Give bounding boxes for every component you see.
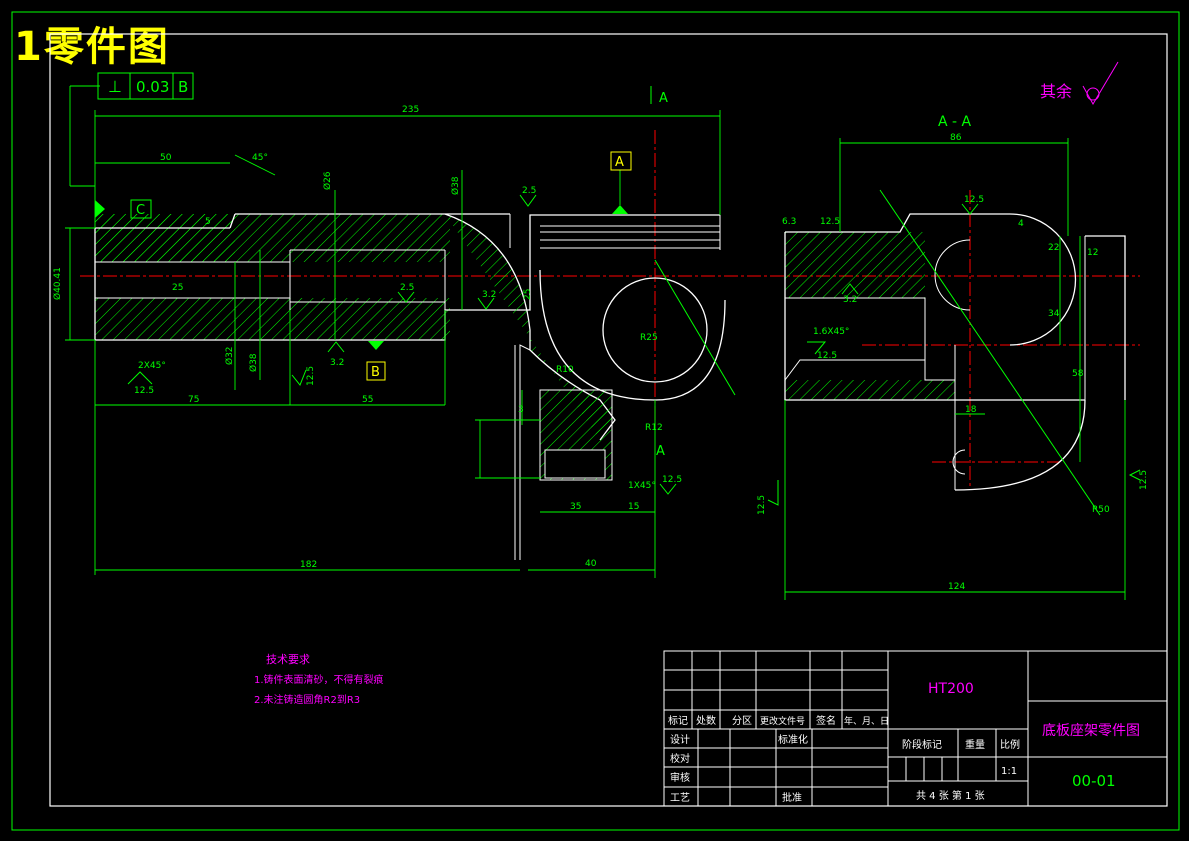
section-view-label: A - A	[938, 114, 972, 130]
dim-34: 34	[1048, 309, 1060, 319]
tb-stage: 阶段标记	[902, 738, 942, 751]
dim-75: 75	[188, 395, 199, 405]
tb-drawing-no: 00-01	[1072, 772, 1116, 790]
tb-check: 校对	[670, 752, 690, 765]
dim-phi38: Ø38	[450, 176, 461, 195]
dim-r25: R25	[640, 333, 658, 343]
tech-req-title: 技术要求	[266, 653, 310, 666]
tb-qty: 处数	[696, 714, 716, 727]
roughness-r5: 12.5	[134, 386, 154, 396]
dimension-lines	[65, 85, 1126, 600]
section-upper	[785, 232, 925, 298]
tolerance-frame: ⊥ 0.03 B	[97, 72, 194, 100]
dim-45deg: 45°	[252, 153, 268, 163]
tech-req-item-1: 1.铸件表面清砂，不得有裂痕	[254, 673, 384, 686]
dim-12: 12	[1087, 248, 1098, 258]
dim-40: 40	[585, 559, 597, 569]
roughness-r6: 12.5	[662, 475, 682, 485]
roughness-r9: 12.5	[817, 351, 837, 361]
tb-design: 设计	[670, 733, 690, 746]
dim-124: 124	[948, 582, 965, 592]
surface-finish-symbol	[1082, 61, 1119, 106]
section-a-top: A	[659, 91, 668, 106]
main-view	[80, 130, 770, 560]
tb-weight: 重量	[965, 738, 985, 751]
section-arc	[954, 399, 1086, 491]
tb-review: 审核	[670, 771, 690, 784]
dim-1x45: 1X45°	[628, 481, 656, 491]
tb-scale: 1:1	[1001, 766, 1017, 777]
dim-5: 5	[205, 217, 211, 227]
tolerance-datum: B	[178, 78, 188, 96]
roughness-r14: 12.5	[306, 366, 316, 386]
tb-doc: 更改文件号	[760, 715, 805, 727]
dim-4: 4	[1018, 219, 1024, 229]
bore-circle	[602, 277, 708, 383]
dim-r10: R10	[556, 365, 574, 375]
section-lower	[785, 380, 955, 400]
tb-date: 年、月、日	[844, 715, 889, 727]
dim-1-6x45: 1.6X45°	[813, 327, 849, 337]
tb-approve: 批准	[782, 791, 802, 804]
sheet-title: 1零件图	[14, 24, 170, 70]
dim-phi38b: Ø38	[248, 353, 259, 372]
dim-50: 50	[160, 153, 172, 163]
tolerance-symbol: ⊥	[108, 77, 122, 96]
dim-r50: R50	[1092, 505, 1110, 515]
tb-process: 工艺	[670, 792, 690, 804]
tech-requirements: 技术要求 1.铸件表面清砂，不得有裂痕 2.未注铸造圆角R2到R3	[254, 653, 384, 706]
datum-c: C	[136, 203, 145, 218]
dim-182: 182	[300, 560, 317, 570]
roughness-r11: 6.3	[782, 217, 796, 227]
dim-phi26: Ø26	[322, 171, 333, 190]
tb-part-name: 底板座架零件图	[1042, 723, 1140, 739]
dim-22: 22	[1048, 243, 1059, 253]
tb-sheet-count: 共 4 张 第 1 张	[916, 789, 985, 802]
tolerance-value: 0.03	[136, 78, 169, 96]
tb-ratio: 比例	[1000, 738, 1020, 751]
roughness-r1: 2.5	[522, 186, 536, 196]
roughness-r13: 12.5	[1139, 470, 1149, 490]
title-block	[663, 650, 1168, 807]
outer-border	[11, 11, 1180, 831]
dim-phi40: Ø40.41	[52, 267, 63, 300]
inner-border	[49, 33, 1168, 807]
datum-b: B	[371, 365, 380, 380]
dim-2x45: 2X45°	[138, 361, 166, 371]
roughness-r10: 12.5	[757, 495, 767, 515]
title-block-texts: 标记 处数 分区 更改文件号 签名 年、月、日 设计 标准化 校对 审核 工艺 …	[668, 714, 1020, 804]
dim-phi32: Ø32	[224, 346, 235, 365]
tb-sign: 签名	[816, 714, 836, 727]
roughness-r4: 3.2	[330, 358, 344, 368]
roughness-r2: 2.5	[400, 283, 414, 293]
dim-235: 235	[402, 105, 419, 115]
tb-zone: 分区	[732, 715, 752, 727]
dim-55: 55	[362, 395, 373, 405]
dim-r12: R12	[645, 423, 663, 433]
roughness-texts: 2.5 2.5 3.2 3.2 12.5 12.5 12.5 3.2 12.5 …	[134, 186, 1149, 515]
dimension-texts: 235 50 45° 25 75 55 182 40 35 15 3 86 12…	[52, 105, 1110, 592]
dim-15: 15	[628, 502, 639, 512]
roughness-r3: 3.2	[482, 290, 496, 300]
surface-finish-note: 其余	[1040, 82, 1072, 101]
dim-35: 35	[570, 502, 581, 512]
roughness-r8: 3.2	[843, 295, 857, 305]
dim-25: 25	[172, 283, 183, 293]
tech-req-item-2: 2.未注铸造圆角R2到R3	[254, 693, 360, 706]
shaft-lower-section	[95, 298, 450, 340]
dim-3: 3	[518, 405, 524, 415]
dim-25b: 25	[523, 289, 533, 300]
dim-58: 58	[1072, 369, 1084, 379]
dim-86: 86	[950, 133, 962, 143]
dim-18: 18	[965, 405, 977, 415]
roughness-r12: 12.5	[820, 217, 840, 227]
tb-material: HT200	[928, 681, 974, 697]
roughness-r7: 12.5	[964, 195, 984, 205]
datum-a: A	[615, 155, 624, 170]
tb-std: 标准化	[778, 733, 808, 746]
tb-mark: 标记	[668, 715, 688, 727]
section-a-bottom: A	[656, 444, 665, 459]
